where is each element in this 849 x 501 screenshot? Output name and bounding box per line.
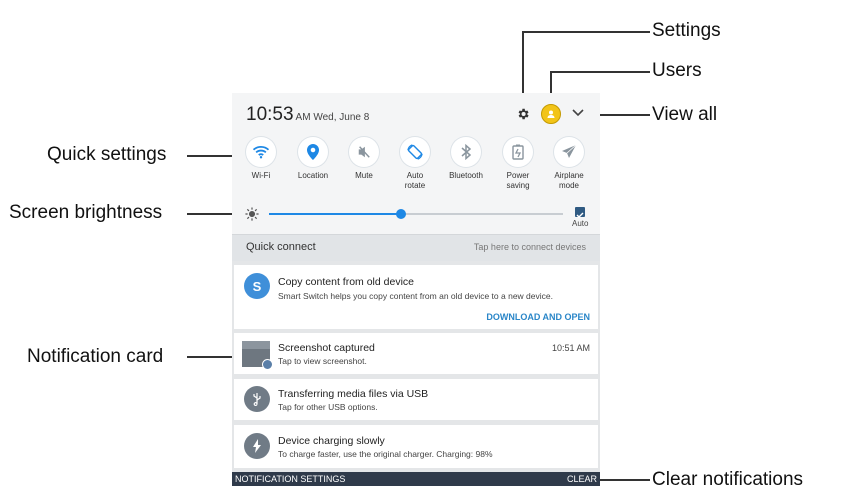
airplane-icon <box>554 137 584 167</box>
notification-text: Tap for other USB options. <box>278 402 378 412</box>
callout-clear-notifications: Clear notifications <box>652 469 804 490</box>
quick-toggle-label: Power saving <box>506 171 530 190</box>
screenshot-thumbnail-icon <box>242 341 273 370</box>
settings-gear-icon[interactable] <box>514 105 532 123</box>
notification-title: Device charging slowly <box>278 435 385 447</box>
quick-connect-label: Quick connect <box>246 241 316 253</box>
location-icon <box>298 137 328 167</box>
mute-icon <box>349 137 379 167</box>
callout-notification-card: Notification card <box>27 346 164 367</box>
leader-line-users <box>550 71 650 73</box>
lightning-icon <box>244 433 270 459</box>
notification-settings-button[interactable]: NOTIFICATION SETTINGS <box>235 474 346 484</box>
notification-text: Tap to view screenshot. <box>278 356 367 366</box>
quick-toggle-power-saving[interactable]: Power saving <box>492 137 544 191</box>
clock-date: AM Wed, June 8 <box>295 112 370 123</box>
brightness-icon <box>245 207 259 221</box>
quick-toggle-label: Auto rotate <box>404 171 426 190</box>
notification-text: Smart Switch helps you copy content from… <box>278 291 553 301</box>
notification-title: Transferring media files via USB <box>278 388 429 400</box>
notification-card-screenshot[interactable]: Screenshot captured Tap to view screensh… <box>234 333 598 374</box>
bluetooth-icon <box>451 137 481 167</box>
notification-card-charging[interactable]: Device charging slowly To charge faster,… <box>234 425 598 468</box>
quick-toggle-label: Location <box>297 171 329 180</box>
quick-toggle-label: Wi-Fi <box>251 171 271 180</box>
chevron-down-icon[interactable] <box>570 106 586 120</box>
quick-toggle-auto-rotate[interactable]: Auto rotate <box>389 137 441 191</box>
brightness-slider-thumb[interactable] <box>396 209 406 219</box>
leader-line-settings-vertical <box>522 31 524 102</box>
download-and-open-button[interactable]: DOWNLOAD AND OPEN <box>486 312 590 322</box>
brightness-row: Auto <box>232 201 600 231</box>
auto-brightness-checkbox[interactable] <box>575 207 585 218</box>
quick-connect-bar[interactable]: Quick connect Tap here to connect device… <box>232 234 600 261</box>
leader-line-screen-brightness <box>187 213 243 215</box>
notification-title: Copy content from old device <box>278 276 414 288</box>
callout-quick-settings: Quick settings <box>47 144 167 165</box>
leader-line-quick-settings <box>187 155 243 157</box>
callout-users: Users <box>652 60 702 81</box>
leader-line-clear-notifications <box>598 479 650 481</box>
smart-switch-icon: S <box>244 273 270 299</box>
wifi-icon <box>246 137 276 167</box>
power-saving-icon <box>503 137 533 167</box>
smart-switch-letter: S <box>252 278 262 294</box>
quick-toggle-label: Airplane mode <box>554 171 584 190</box>
callout-view-all: View all <box>652 104 718 125</box>
user-avatar-icon[interactable] <box>541 104 561 124</box>
notification-text: To charge faster, use the original charg… <box>278 449 493 459</box>
quick-toggle-mute[interactable]: Mute <box>338 137 390 181</box>
quick-toggle-wifi[interactable]: Wi-Fi <box>235 137 287 181</box>
callout-settings: Settings <box>652 20 721 41</box>
notification-bottom-bar: NOTIFICATION SETTINGS CLEAR <box>232 472 600 486</box>
quick-toggle-location[interactable]: Location <box>287 137 339 181</box>
clock-time: 10:53 <box>246 104 294 125</box>
leader-line-view-all <box>588 114 650 116</box>
quick-toggle-airplane[interactable]: Airplane mode <box>543 137 595 191</box>
leader-line-users-vertical <box>550 71 552 102</box>
quick-toggle-label: Bluetooth <box>449 171 483 180</box>
leader-line-settings <box>522 31 650 33</box>
notification-card-smart-switch[interactable]: S Copy content from old device Smart Swi… <box>234 265 598 329</box>
callout-screen-brightness: Screen brightness <box>9 202 163 223</box>
notification-card-usb[interactable]: Transferring media files via USB Tap for… <box>234 379 598 420</box>
usb-icon <box>244 386 270 412</box>
brightness-slider-fill <box>269 213 401 215</box>
quick-toggle-bluetooth[interactable]: Bluetooth <box>440 137 492 181</box>
clear-button[interactable]: CLEAR <box>566 474 597 484</box>
auto-rotate-icon <box>400 137 430 167</box>
brightness-slider-track[interactable] <box>269 209 563 219</box>
leader-line-notification-card <box>187 356 234 358</box>
notification-title: Screenshot captured <box>278 342 375 354</box>
quick-connect-hint: Tap here to connect devices <box>473 242 586 252</box>
quick-toggle-label: Mute <box>355 171 373 180</box>
auto-brightness-label: Auto <box>572 219 589 228</box>
notification-time: 10:51 AM <box>551 343 590 353</box>
